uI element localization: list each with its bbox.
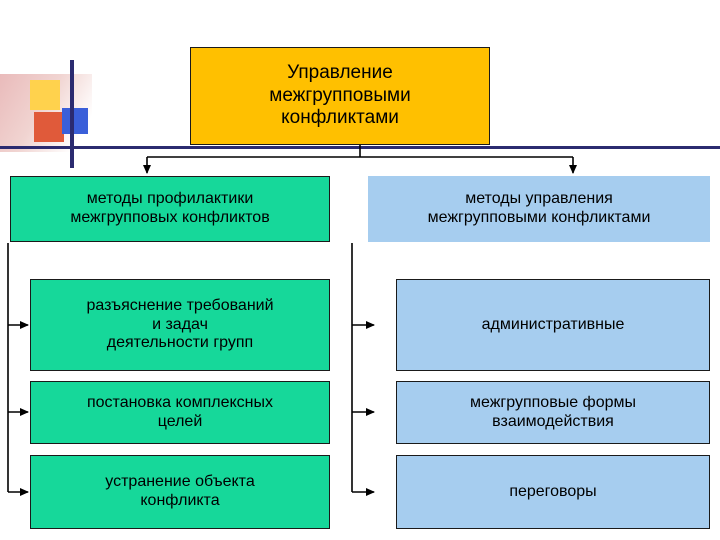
column-1-item-3-line-1: устранение объекта bbox=[105, 473, 255, 491]
vertical-rule bbox=[70, 60, 74, 168]
column-2-item-2-line-1: межгрупповые формы bbox=[469, 393, 636, 411]
column-1-header-line-1: методы профилактики bbox=[86, 190, 254, 208]
title-line-2: межгрупповыми bbox=[269, 84, 411, 106]
blue-square-icon bbox=[62, 108, 88, 134]
column-1-item-2: постановка комплексных целей bbox=[30, 381, 330, 444]
column-2-item-1-line-1: административные bbox=[481, 315, 625, 333]
column-1-item-1: разъяснение требований и задач деятельно… bbox=[30, 279, 330, 371]
column-2-item-3-line-1: переговоры bbox=[509, 482, 597, 500]
title-line-3: конфликтами bbox=[281, 107, 399, 129]
column-2-header-line-2: межгрупповыми конфликтами bbox=[427, 209, 651, 226]
title-line-1: Управление bbox=[287, 62, 393, 84]
column-1-header-line-2: межгрупповых конфликтов bbox=[70, 209, 270, 226]
column-1-item-3: устранение объекта конфликта bbox=[30, 455, 330, 529]
column-2-item-1: административные bbox=[396, 279, 710, 371]
yellow-square-icon bbox=[30, 80, 60, 110]
column-2-header-line-1: методы управления bbox=[465, 190, 613, 208]
horizontal-rule bbox=[0, 146, 720, 149]
column-1-item-1-line-3: деятельности групп bbox=[106, 334, 254, 352]
column-1-item-3-line-2: конфликта bbox=[140, 492, 220, 509]
column-1-item-2-line-1: постановка комплексных bbox=[86, 393, 274, 411]
column-2-item-2-line-2: взаимодействия bbox=[492, 412, 614, 430]
column-1-item-1-line-2: и задач bbox=[152, 315, 208, 333]
column-2-header: методы управления межгрупповыми конфликт… bbox=[368, 176, 710, 242]
column-1-item-1-line-1: разъяснение требований bbox=[86, 296, 274, 314]
column-1-header: методы профилактики межгрупповых конфлик… bbox=[10, 176, 330, 242]
column-1-item-2-line-2: целей bbox=[157, 412, 203, 430]
red-square-icon bbox=[34, 112, 64, 142]
column-2-item-2: межгрупповые формы взаимодействия bbox=[396, 381, 710, 444]
title-box: Управление межгрупповыми конфликтами bbox=[190, 47, 490, 145]
column-2-item-3: переговоры bbox=[396, 455, 710, 529]
decorative-corner-motif bbox=[0, 60, 720, 170]
